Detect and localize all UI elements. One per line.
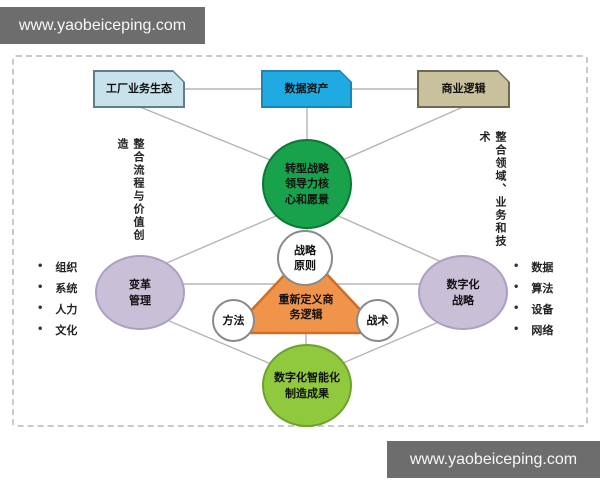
circle-transformation-strategy: 转型战略 领导力核 心和愿景 [262,139,352,229]
circle-digital-strategy-label: 数字化 战略 [446,278,480,307]
circle-strategy-principle: 战略 原则 [277,230,333,286]
circle-strategy-principle-label: 战略 原则 [294,243,316,272]
circle-tactic: 战术 [356,299,399,342]
circle-transformation-strategy-label: 转型战略 领导力核 心和愿景 [285,161,329,206]
vertical-label-right: 整合领域、业务和技术 [478,131,507,248]
bullet-item: 组织 [37,256,77,277]
triangle-label: 重新定义商 务逻辑 [278,292,334,321]
bullet-item: 算法 [513,277,553,298]
circle-tactic-label: 战术 [366,313,389,327]
circle-digital-manufacturing-outcome-label: 数字化智能化 制造成果 [274,371,340,400]
circle-digital-strategy: 数字化 战略 [418,255,508,330]
bullet-item: 数据 [513,256,553,277]
box-data-fill [263,72,350,106]
box-business-logic: 商业逻辑 [417,70,510,108]
box-data-asset: 数据资产 [261,70,352,108]
watermark-top: www.yaobeiceping.com [0,7,205,44]
box-logic-fill [419,72,508,106]
bullet-item: 设备 [513,298,553,319]
bullet-item: 系统 [37,277,77,298]
circle-change-management: 变革 管理 [95,255,185,330]
bullet-list-right: 数据 算法 设备 网络 [513,256,553,340]
circle-method-label: 方法 [222,313,245,327]
box-logic-label: 商业逻辑 [441,82,486,96]
circle-method: 方法 [212,299,255,342]
watermark-bottom: www.yaobeiceping.com [387,441,600,478]
vertical-label-left: 整合流程与价值创造 [116,138,145,242]
bullet-item: 文化 [37,319,77,340]
watermark-top-text: www.yaobeiceping.com [18,16,187,34]
box-factory-ecosystem: 工厂业务生态 [93,70,185,108]
box-data-label: 数据资产 [284,82,329,96]
circle-change-management-label: 变革 管理 [129,278,151,307]
bullet-item: 人力 [37,298,77,319]
circle-digital-manufacturing-outcome: 数字化智能化 制造成果 [262,344,352,427]
bullet-item: 网络 [513,319,553,340]
watermark-bottom-text: www.yaobeiceping.com [409,450,578,468]
bullet-list-left: 组织 系统 人力 文化 [37,256,77,340]
box-factory-fill [95,72,183,106]
box-factory-label: 工厂业务生态 [106,82,172,96]
triangle-label-wrap: 重新定义商 务逻辑 [246,287,366,327]
